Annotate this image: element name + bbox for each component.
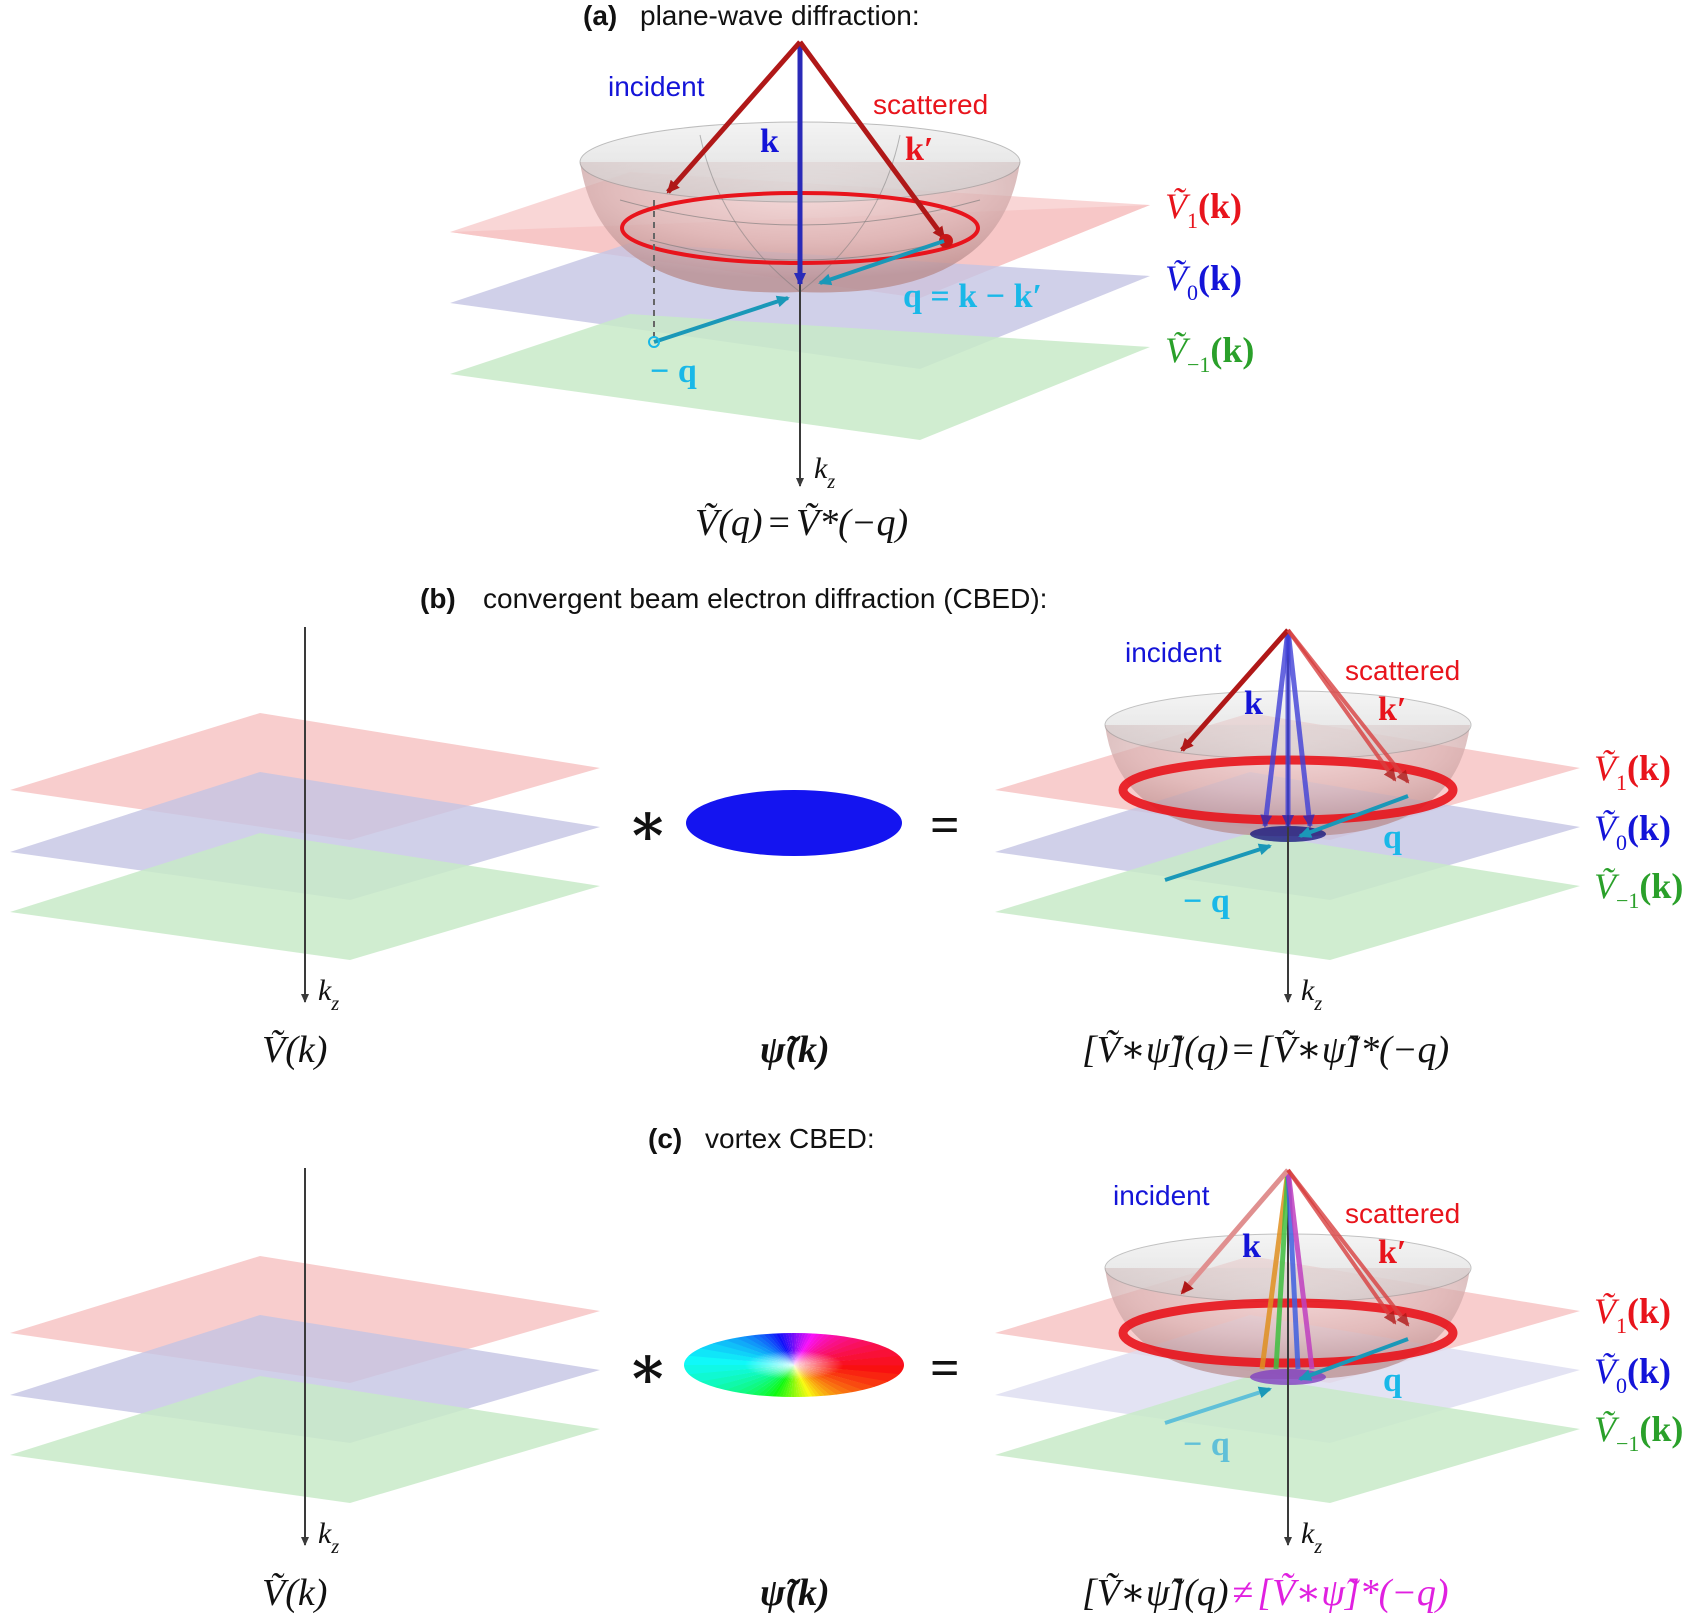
panel-c-tag: (c)	[648, 1123, 682, 1154]
plane-label-vm1-b: Ṽ−1(k)	[1594, 866, 1683, 913]
scattered-endpoint-a	[939, 234, 953, 248]
minus-q-label-b: − q	[1183, 883, 1230, 920]
panel-b-tag: (b)	[420, 583, 456, 614]
incident-edge-arrow-b	[1180, 628, 1290, 752]
scattered-label-b: scattered	[1345, 655, 1460, 686]
minus-q-point-a	[648, 336, 660, 348]
minus-q-arrow-c	[1164, 1386, 1272, 1425]
incident-label-b: incident	[1125, 637, 1222, 668]
panel-b: (b) convergent beam electron diffraction…	[10, 583, 1683, 1071]
scattered-kprime-arrow-a	[797, 40, 947, 240]
k-label-c: k	[1242, 1228, 1261, 1265]
V-of-k-c: Ṽ(k)	[262, 1572, 327, 1614]
panel-c-title: vortex CBED:	[705, 1123, 875, 1154]
scattered-label-a: scattered	[873, 89, 988, 120]
incident-cone-3-b	[1285, 629, 1315, 828]
plane-label-v0-a: Ṽ0(k)	[1165, 258, 1242, 305]
plane-label-vm1-a: Ṽ−1(k)	[1165, 330, 1254, 377]
minus-q-label-a: − q	[650, 353, 697, 390]
incident-arrow-left-a	[666, 40, 802, 194]
panel-c: (c) vortex CBED: kz Ṽ(k) ∗ ψ̃(k) =	[10, 1123, 1683, 1614]
q-equation-label-a: q = k − k′	[903, 278, 1042, 315]
q-arrow-b	[1298, 794, 1409, 838]
formula-c: [Ṽ∗ψ̃](q)≠[Ṽ∗ψ̃]*(−q)	[1082, 1572, 1449, 1614]
plane-label-v0-c: Ṽ0(k)	[1594, 1351, 1671, 1398]
scattered-label-c: scattered	[1345, 1198, 1460, 1229]
vortex-center-shade	[684, 1333, 904, 1397]
panel-a: (a) plane-wave diffraction: kz	[450, 0, 1254, 544]
equals-symbol-c: =	[930, 1340, 960, 1397]
plane-label-v0-b: Ṽ0(k)	[1594, 808, 1671, 855]
k-label-a: k	[760, 123, 779, 160]
minus-q-label-c: − q	[1183, 1426, 1230, 1463]
kprime-label-a: k′	[905, 131, 933, 168]
probe-disk-b	[686, 790, 902, 856]
convolution-symbol-c: ∗	[627, 1335, 668, 1401]
equals-symbol-b: =	[930, 797, 960, 854]
kz-label-c-right: kz	[1301, 1517, 1322, 1558]
minus-q-arrow-a	[653, 295, 790, 344]
psi-of-k-b: ψ̃(k)	[760, 1029, 830, 1071]
minus-q-arrow-b	[1164, 843, 1272, 882]
incident-edge-arrow-c	[1180, 1168, 1290, 1295]
k-label-b: k	[1244, 685, 1263, 722]
plane-label-v1-c: Ṽ1(k)	[1594, 1291, 1671, 1338]
panel-a-tag: (a)	[583, 0, 617, 31]
plane-label-v1-b: Ṽ1(k)	[1594, 748, 1671, 795]
formula-b: [Ṽ∗ψ̃](q)=[Ṽ∗ψ̃]*(−q)	[1082, 1029, 1449, 1071]
q-label-c: q	[1383, 1362, 1402, 1399]
convolution-symbol-b: ∗	[627, 792, 668, 858]
kprime-label-b: k′	[1378, 691, 1406, 728]
vortex-probe-disk-c	[684, 1333, 904, 1397]
panel-b-title: convergent beam electron diffraction (CB…	[483, 583, 1047, 614]
kz-label-c-left: kz	[318, 1517, 339, 1558]
q-arrow-c	[1298, 1337, 1409, 1381]
plane-label-v1-a: Ṽ1(k)	[1165, 186, 1242, 233]
V-of-k-b: Ṽ(k)	[262, 1029, 327, 1071]
kz-label-b-left: kz	[318, 974, 339, 1015]
scattered-cone-2-b	[1286, 628, 1397, 782]
formula-a: Ṽ(q)=Ṽ*(−q)	[695, 502, 908, 544]
kprime-label-c: k′	[1378, 1234, 1406, 1271]
kz-label-b-right: kz	[1301, 974, 1322, 1015]
kz-label-a: kz	[814, 452, 835, 493]
q-label-b: q	[1383, 819, 1402, 856]
psi-of-k-c: ψ̃(k)	[760, 1572, 830, 1614]
panel-a-title: plane-wave diffraction:	[640, 0, 920, 31]
plane-label-vm1-c: Ṽ−1(k)	[1594, 1409, 1683, 1456]
incident-cone-1-b	[1260, 629, 1291, 828]
incident-cone-2-c	[1273, 1169, 1291, 1370]
incident-label-a: incident	[608, 71, 705, 102]
incident-label-c: incident	[1113, 1180, 1210, 1211]
q-arrow-a	[818, 239, 945, 286]
incident-cone-4-c	[1285, 1169, 1315, 1370]
scattered-cone-2-c	[1286, 1168, 1397, 1325]
